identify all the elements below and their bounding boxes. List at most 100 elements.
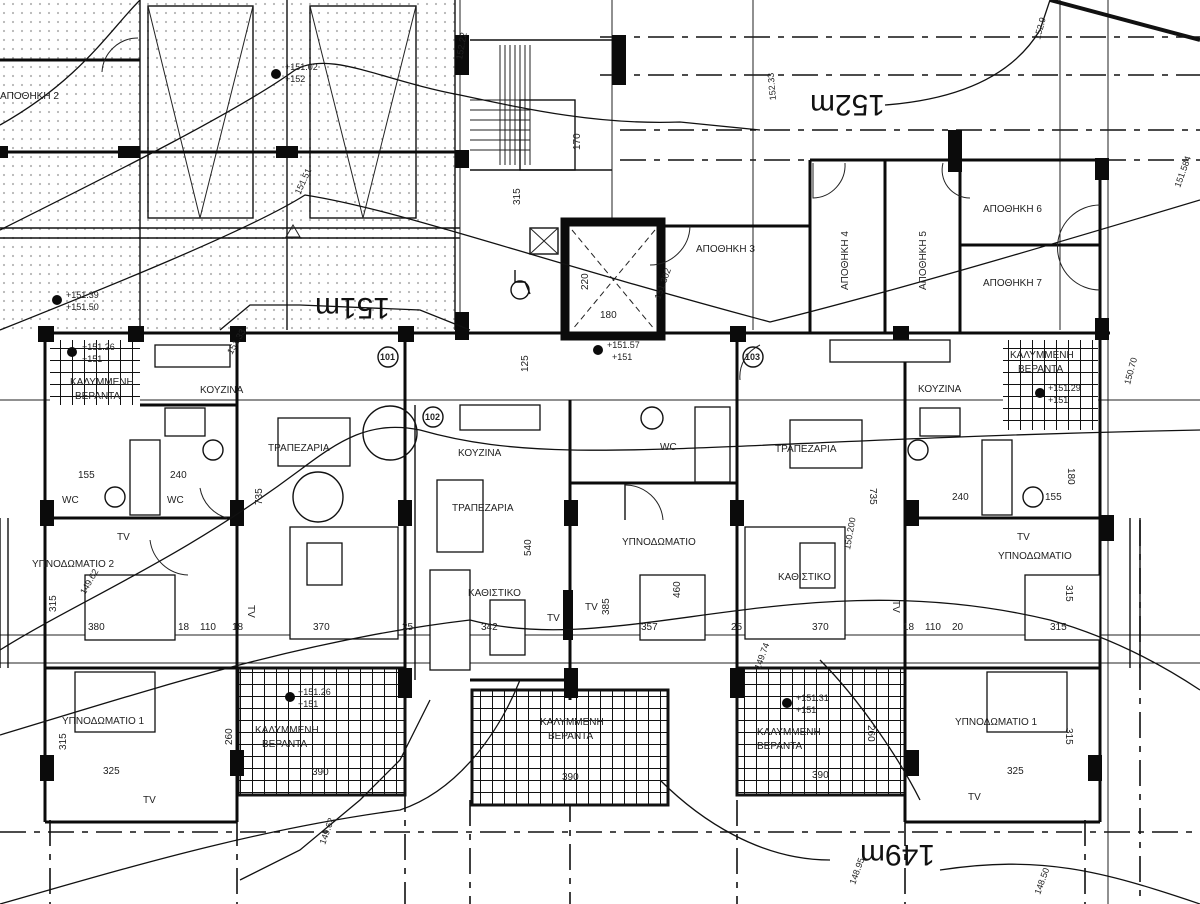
veranda-tiles (50, 340, 1098, 807)
dimension: 155 (1045, 492, 1062, 503)
dimension: 20 (952, 622, 964, 633)
room-label: ΚΑΛΥΜΜΕΝΗ (70, 377, 134, 388)
room-label: ΚΑΘΙΣΤΙΚΟ (468, 588, 521, 599)
unit-left-labels: ΚΑΛΥΜΜΕΝΗ ΒΕΡΑΝΤΑ ΚΟΥΖΙΝΑ ΤΡΑΠΕΖΑΡΙΑ WC … (32, 377, 414, 806)
svg-text:103: 103 (745, 352, 760, 362)
dimension: 385 (601, 598, 612, 615)
svg-text:+151.02: +151.02 (285, 62, 318, 72)
tv-label: TV (143, 795, 156, 806)
svg-text:+151.39: +151.39 (66, 290, 99, 300)
room-label: ΒΕΡΑΝΤΑ (548, 731, 594, 742)
tv-label: TV (968, 792, 981, 803)
dimension: 260 (224, 728, 235, 745)
spot-level: +151.26 +151 (67, 342, 115, 364)
storage-2-label: ΑΠΟΘΗΚΗ 2 (0, 91, 59, 102)
svg-text:+151: +151 (298, 699, 318, 709)
room-label: ΥΠΝΟΔΩΜΑΤΙΟ (622, 537, 696, 548)
contour-152-label: 152m (810, 88, 885, 121)
elevator-shaft (560, 217, 666, 341)
unit-right-labels: ΚΑΛΥΜΜΕΝΗ ΒΕΡΑΝΤΑ ΚΟΥΖΙΝΑ ΤΡΑΠΕΖΑΡΙΑ 240… (757, 350, 1076, 803)
dimension: 220 (580, 273, 591, 290)
room-label: ΤΡΑΠΕΖΑΡΙΑ (268, 443, 330, 454)
room-label: ΤΡΑΠΕΖΑΡΙΑ (452, 503, 514, 514)
contour-149-label: 149m (860, 838, 935, 871)
storage-7-label: ΑΠΟΘΗΚΗ 7 (983, 278, 1042, 289)
spot-level: +151.31 +151 (782, 693, 829, 715)
dimension: 315 (58, 733, 69, 750)
dimension: 315 (48, 595, 59, 612)
contour-value: 150.70 (1122, 356, 1139, 385)
door-tag-101: 101 (377, 346, 399, 368)
contour-value: 148.50 (1032, 866, 1051, 895)
svg-text:+151.50: +151.50 (66, 302, 99, 312)
tv-label: TV (1017, 532, 1030, 543)
svg-text:+151.31: +151.31 (796, 693, 829, 703)
contour-151-label: 151m (315, 291, 390, 324)
dimension: 18 (903, 622, 915, 633)
room-label: ΚΟΥΖΙΝΑ (200, 385, 244, 396)
unit-mid-labels: ΚΟΥΖΙΝΑ ΤΡΑΠΕΖΑΡΙΑ 540 ΚΑΘΙΣΤΙΚΟ 342 WC … (452, 442, 743, 783)
contour-value: 151.302 (652, 267, 673, 301)
dimension: 380 (88, 622, 105, 633)
room-label: ΒΕΡΑΝΤΑ (757, 741, 803, 752)
spot-level: +151.26 +151 (285, 687, 331, 709)
room-label: WC (62, 495, 79, 506)
dimension: 170 (572, 133, 583, 150)
contour-value: 151.584 (1172, 155, 1193, 189)
dimension: 180 (600, 310, 617, 321)
contour-value: 152.22 (454, 31, 469, 60)
dimension: 125 (520, 355, 531, 372)
svg-text:+151: +151 (82, 354, 102, 364)
room-label: ΚΟΥΖΙΝΑ (918, 384, 962, 395)
tv-label: TV (245, 605, 256, 618)
dimension: 325 (1007, 766, 1024, 777)
dimension: 180 (1065, 468, 1076, 485)
contour-value: 149.62 (317, 816, 336, 845)
room-label: ΚΑΛΥΜΜΕΝΗ (540, 717, 604, 728)
dimension: 315 (1050, 622, 1067, 633)
spot-level: +151.02 +152 (271, 62, 318, 84)
svg-text:+151: +151 (612, 352, 632, 362)
svg-text:+151.26: +151.26 (82, 342, 115, 352)
svg-text:+152: +152 (285, 74, 305, 84)
core-labels: 315 220 180 170 125 101 102 103 (377, 133, 764, 428)
door-tag-102: 102 (422, 406, 444, 428)
room-label: ΤΡΑΠΕΖΑΡΙΑ (775, 444, 837, 455)
stair-treads (470, 45, 576, 171)
svg-text:101: 101 (380, 352, 395, 362)
wheelchair-icon (510, 270, 531, 300)
spot-level: +151.57 +151 (593, 340, 640, 362)
room-label: ΥΠΝΟΔΩΜΑΤΙΟ 1 (62, 716, 145, 727)
stair-core (455, 35, 666, 341)
dimension: 390 (312, 767, 329, 778)
spot-levels: +151.02 +152 +151.39 +151.50 +151.26 +151 +… (52, 62, 1081, 715)
svg-text:+151: +151 (796, 705, 816, 715)
dimension: 18 (232, 622, 244, 633)
room-label: ΚΟΥΖΙΝΑ (458, 448, 502, 459)
dimension: 18 (178, 622, 190, 633)
room-label: WC (660, 442, 677, 453)
tv-label: TV (585, 602, 598, 613)
room-label: ΚΑΘΙΣΤΙΚΟ (778, 572, 831, 583)
contour-value: 149.74 (752, 641, 771, 670)
spot-level: +151.29+151 (1035, 383, 1081, 405)
tv-label: TV (117, 532, 130, 543)
contour-value: 152.33 (766, 72, 778, 100)
dimension: 25 (731, 622, 743, 633)
contour-value: 150.200 (842, 517, 857, 551)
dimension: 325 (103, 766, 120, 777)
storage-5-label: ΑΠΟΘΗΚΗ 5 (918, 231, 929, 290)
room-label: ΚΑΛΥΜΜΕΝΗ (255, 725, 319, 736)
svg-text:+151.26: +151.26 (298, 687, 331, 697)
room-label: ΥΠΝΟΔΩΜΑΤΙΟ 2 (32, 559, 115, 570)
svg-text:+151.57: +151.57 (607, 340, 640, 350)
dimension: 342 (481, 622, 498, 633)
room-label: ΚΑΛΥΜΜΕΝΗ (757, 727, 821, 738)
paved-area (0, 0, 460, 330)
dimension: 315 (1063, 585, 1074, 602)
dimension: 240 (170, 470, 187, 481)
dimension: 110 (925, 622, 941, 633)
